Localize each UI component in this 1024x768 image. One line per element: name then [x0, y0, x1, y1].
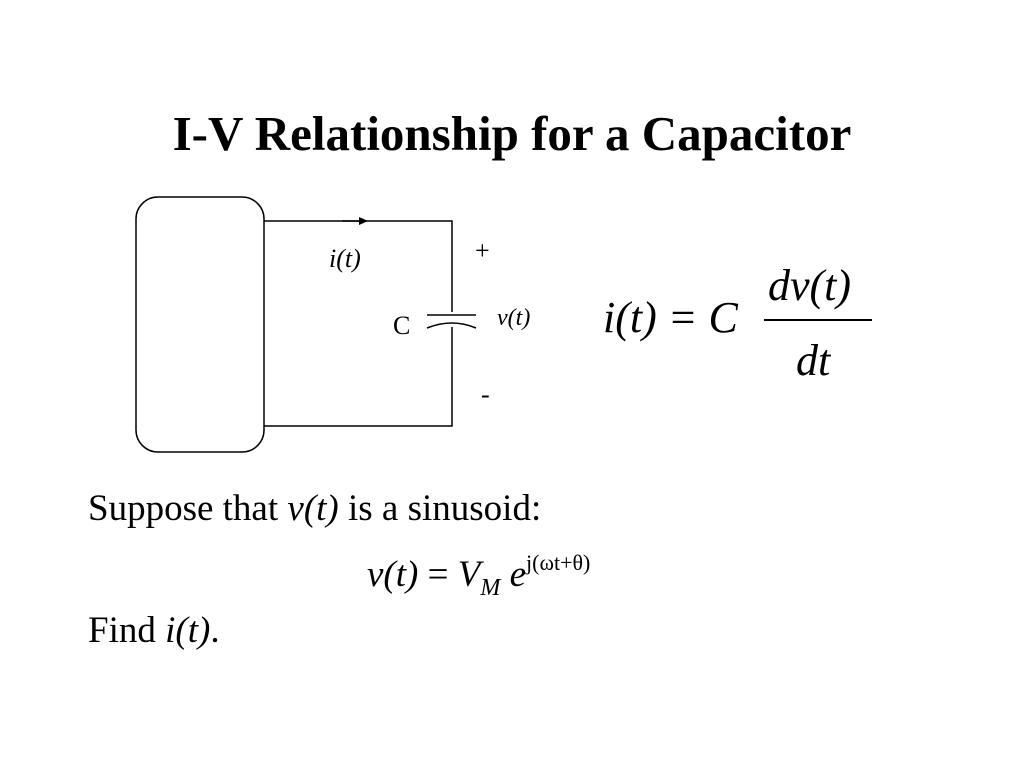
- equation-denominator: dt: [796, 336, 831, 385]
- equation-numerator: dv(t): [768, 261, 852, 310]
- line3-variable: i(t): [165, 610, 211, 651]
- minus-terminal-label: -: [481, 380, 490, 409]
- source-block: [135, 196, 265, 453]
- sinusoid-amplitude-subscript: M: [480, 575, 501, 601]
- body-line-3: Find i(t).: [88, 612, 220, 649]
- sinusoid-exponential: e: [500, 554, 527, 595]
- line3-prefix: Find: [88, 610, 166, 651]
- current-arrow: [342, 217, 368, 225]
- capacitor-symbol: [426, 314, 477, 329]
- sinusoid-equation: v(t) = VM ej(ωt+θ): [367, 550, 591, 601]
- circuit-wire: [264, 220, 453, 427]
- capacitor-label: C: [393, 311, 411, 340]
- equation-lhs: i(t) = C: [603, 293, 738, 342]
- sinusoid-equals: =: [418, 554, 458, 595]
- line1-prefix: Suppose that: [88, 488, 288, 529]
- line1-suffix: is a sinusoid:: [338, 488, 542, 529]
- sinusoid-exponent: j(ωt+θ): [526, 550, 591, 575]
- slide-title: I-V Relationship for a Capacitor: [172, 106, 852, 161]
- current-label: i(t): [329, 244, 361, 273]
- plus-terminal-label: +: [475, 236, 490, 265]
- line3-suffix: .: [210, 610, 220, 651]
- fraction-bar: [764, 319, 872, 321]
- voltage-label: v(t): [497, 305, 531, 331]
- sinusoid-amplitude: V: [457, 554, 481, 595]
- body-line-1: Suppose that v(t) is a sinusoid:: [88, 490, 541, 527]
- line1-variable: v(t): [287, 488, 339, 529]
- sinusoid-lhs: v(t): [367, 554, 419, 595]
